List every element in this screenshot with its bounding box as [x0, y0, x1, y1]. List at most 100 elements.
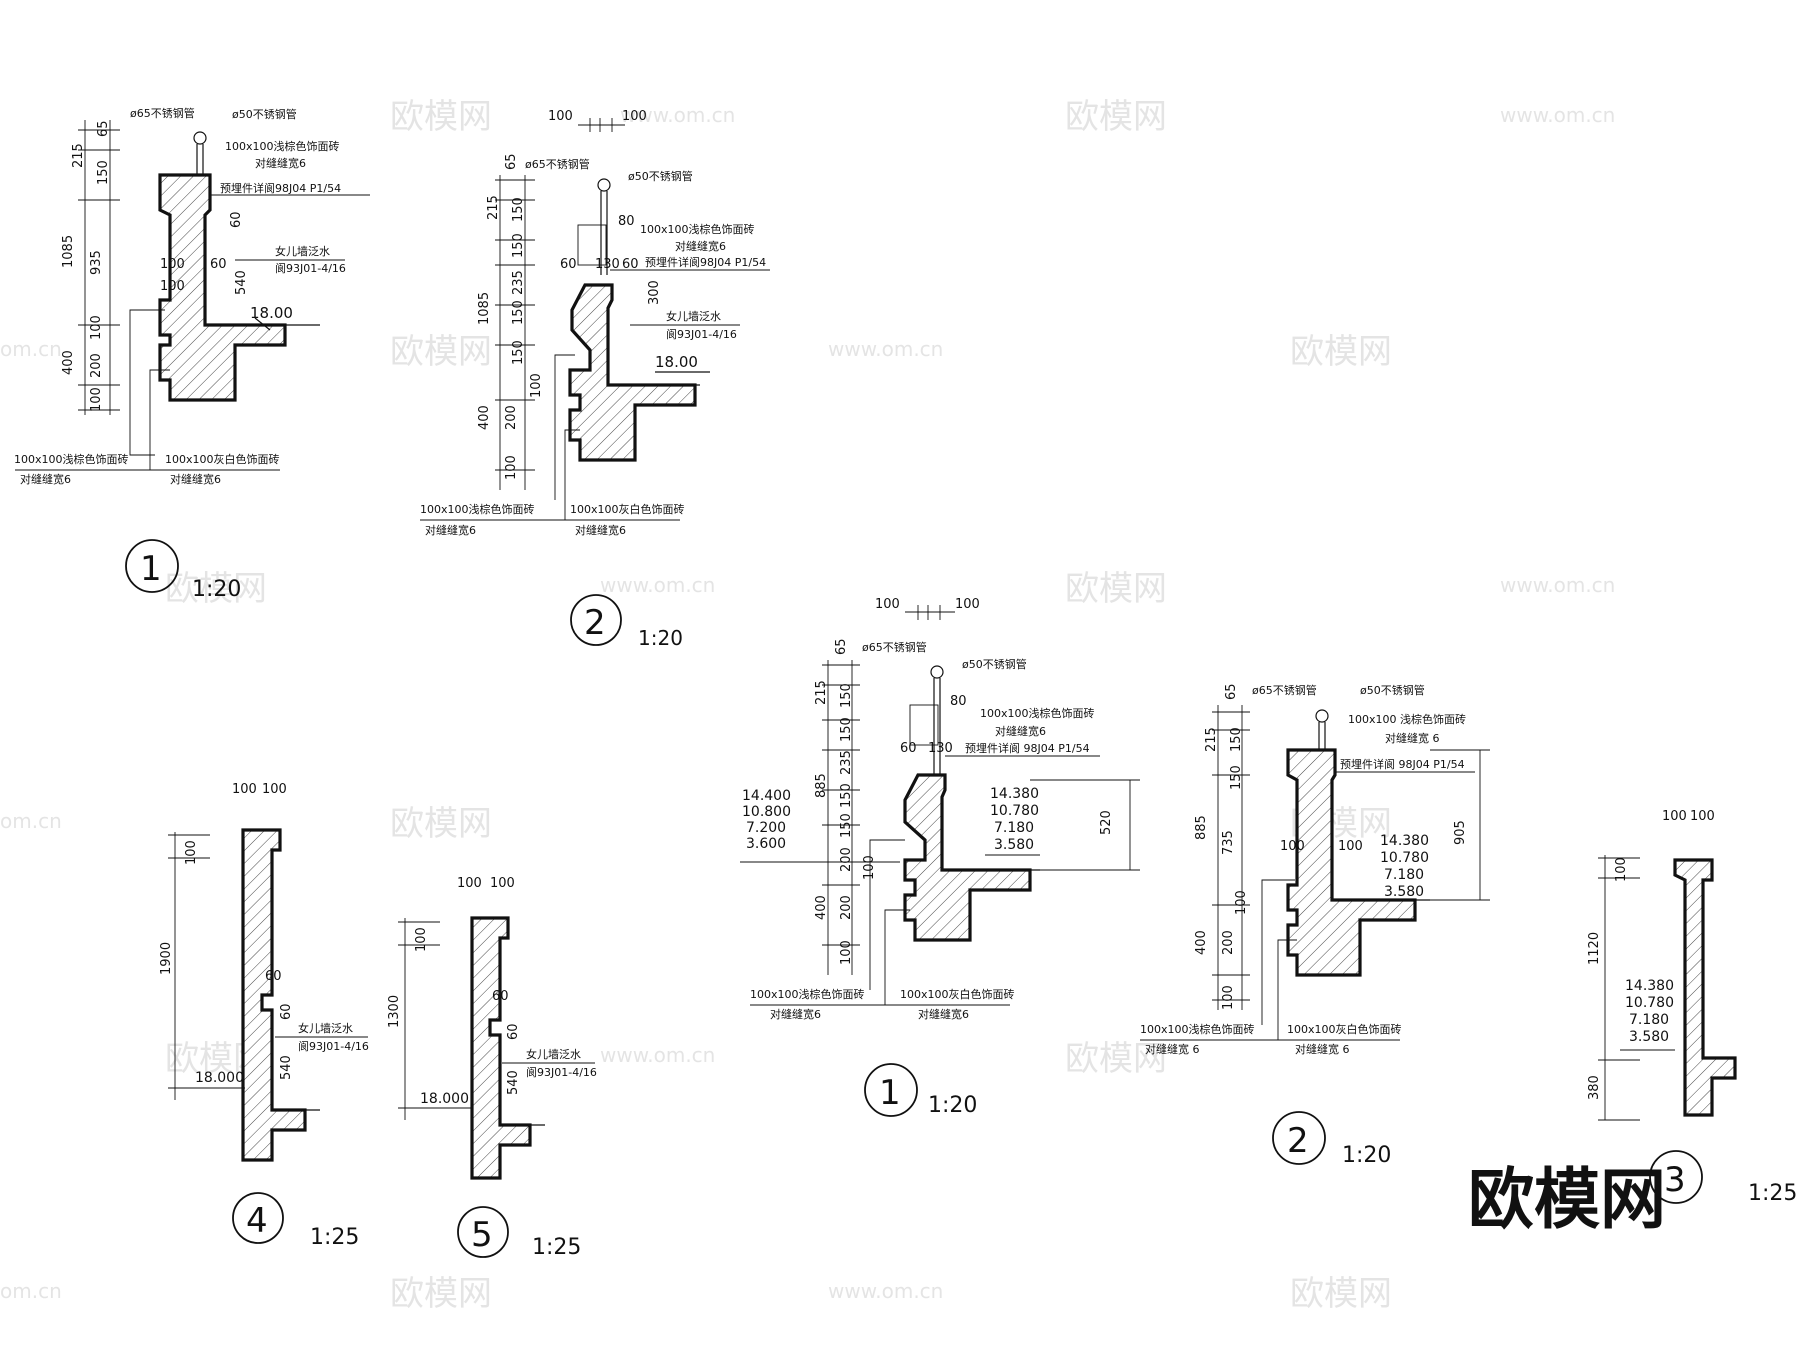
dim-215: 215 — [486, 195, 501, 220]
elev-left: 10.800 — [742, 804, 791, 820]
parapet-label: 女儿墙泛水 — [275, 244, 330, 258]
top-dim-a: 100 — [232, 782, 257, 797]
elevation-label: 18.000 — [420, 1091, 469, 1107]
detail-number: 3 — [1664, 1160, 1686, 1200]
tile-top-label: 100x100浅棕色饰面砖 — [225, 139, 340, 153]
dim-150: 150 — [511, 233, 526, 258]
watermark-url: om.cn — [0, 337, 62, 361]
dim-150: 150 — [511, 197, 526, 222]
dim-100: 100 — [1234, 890, 1249, 915]
detail-number-circle — [864, 1063, 918, 1117]
dim-80: 80 — [618, 214, 635, 229]
dim-65: 65 — [834, 638, 849, 655]
detail-4: 100 100 100 1900 18.000 60 60 540 女儿墙泛水 … — [159, 782, 369, 1250]
watermark-url: om.cn — [0, 1279, 62, 1303]
watermark-logo: 欧模网 — [390, 97, 492, 137]
top-dim-b: 100 — [262, 782, 287, 797]
watermark-logo: 欧模网 — [390, 332, 492, 372]
watermark-url: www.om.cn — [600, 573, 715, 597]
detail-number-circle — [570, 594, 622, 646]
watermark-logo: 欧模网 — [165, 569, 267, 609]
tile-right-label: 100x100灰白色饰面砖 — [570, 502, 685, 516]
dim-100: 100 — [1338, 839, 1363, 854]
dim-150: 150 — [839, 783, 854, 808]
top-dim-a: 100 — [875, 597, 900, 612]
dim-60: 60 — [560, 257, 577, 272]
joint-right-label: 对缝缝宽6 — [170, 472, 221, 486]
watermark-url: www.om.cn — [620, 103, 735, 127]
detail-2-bottom: 65 215 150 150 885 735 400 200 100 100 1… — [1140, 683, 1490, 1168]
tile-left-label: 100x100浅棕色饰面砖 — [750, 987, 865, 1001]
parapet-ref-label: 阆93J01-4/16 — [298, 1039, 369, 1053]
detail-number: 5 — [471, 1215, 493, 1255]
elev-right: 14.380 — [990, 786, 1039, 802]
top-dim-a: 100 — [548, 109, 573, 124]
pipe-65-label: ø65不锈钢管 — [862, 640, 927, 654]
dim-100: 100 — [529, 373, 544, 398]
joint-top-label: 对缝缝宽6 — [255, 156, 306, 170]
top-dim-b: 100 — [1690, 809, 1715, 824]
logo-watermark: 欧模网 — [1468, 1161, 1666, 1238]
watermark-layer: 欧模网 www.om.cn 欧模网 www.om.cn 欧模网 www.om.c… — [0, 97, 1615, 1314]
tile-left-label: 100x100浅棕色饰面砖 — [1140, 1022, 1255, 1036]
dim-100: 100 — [89, 387, 104, 412]
joint-left-label: 对缝缝宽6 — [770, 1007, 821, 1021]
dim-150: 150 — [839, 683, 854, 708]
dim-65: 65 — [504, 153, 519, 170]
dim-1085: 1085 — [477, 292, 492, 325]
parapet-ref-label: 阆93J01-4/16 — [526, 1065, 597, 1079]
top-dim-a: 100 — [1662, 809, 1687, 824]
watermark-url: www.om.cn — [600, 1043, 715, 1067]
dim-300: 300 — [647, 280, 662, 305]
joint-right-label: 对缝缝宽 6 — [1295, 1042, 1350, 1056]
watermark-logo: 欧模网 — [1290, 332, 1392, 372]
dim-60: 60 — [506, 1023, 521, 1040]
parapet-section — [1286, 748, 1417, 977]
joint-top-label: 对缝缝宽6 — [675, 239, 726, 253]
detail-number: 4 — [246, 1201, 268, 1241]
elev: 3.580 — [1629, 1029, 1669, 1045]
tile-left-label: 100x100浅棕色饰面砖 — [14, 452, 129, 466]
joint-left-label: 对缝缝宽6 — [20, 472, 71, 486]
tile-right-label: 100x100灰白色饰面砖 — [1287, 1022, 1402, 1036]
watermark-logo: 欧模网 — [390, 1274, 492, 1314]
embed-label: 预埋件详阆98J04 P1/54 — [220, 181, 341, 195]
detail-1-top: 215 65 150 1085 935 400 200 100 100 18.0… — [14, 106, 370, 602]
detail-scale: 1:20 — [638, 626, 683, 650]
elev-right: 3.580 — [1384, 884, 1424, 900]
tile-top-label: 100x100浅棕色饰面砖 — [640, 222, 755, 236]
handrail-pipe — [597, 178, 611, 192]
dim-1300: 1300 — [387, 995, 402, 1028]
dim-60: 60 — [265, 969, 282, 984]
watermark-logo: 欧模网 — [1065, 97, 1167, 137]
dim-235: 235 — [839, 750, 854, 775]
dim-200: 200 — [839, 895, 854, 920]
dim-100: 100 — [1221, 985, 1236, 1010]
detail-3: 100 100 100 1120 380 14.380 10.780 7.180… — [1587, 809, 1797, 1206]
dim-400: 400 — [477, 405, 492, 430]
detail-number-circle — [125, 539, 179, 593]
dim-400: 400 — [814, 895, 829, 920]
dim-885: 885 — [1194, 815, 1209, 840]
parapet-ref-label: 阆93J01-4/16 — [666, 327, 737, 341]
dim-100: 100 — [89, 315, 104, 340]
dim-150: 150 — [96, 160, 111, 185]
joint-left-label: 对缝缝宽6 — [425, 523, 476, 537]
parapet-section — [903, 773, 1032, 942]
dim-520: 520 — [1099, 810, 1114, 835]
dim-100: 100 — [839, 940, 854, 965]
dim-60: 60 — [279, 1003, 294, 1020]
parapet-section — [470, 916, 532, 1180]
detail-scale: 1:20 — [928, 1093, 977, 1118]
elev-right: 10.780 — [990, 803, 1039, 819]
parapet-section — [568, 283, 697, 462]
dim-400: 400 — [61, 350, 76, 375]
elev: 14.380 — [1625, 978, 1674, 994]
joint-right-label: 对缝缝宽6 — [918, 1007, 969, 1021]
joint-top-label: 对缝缝宽6 — [995, 724, 1046, 738]
handrail-pipe — [930, 665, 944, 679]
dim-235: 235 — [511, 270, 526, 295]
top-dim-b: 100 — [622, 109, 647, 124]
dim-150: 150 — [511, 300, 526, 325]
